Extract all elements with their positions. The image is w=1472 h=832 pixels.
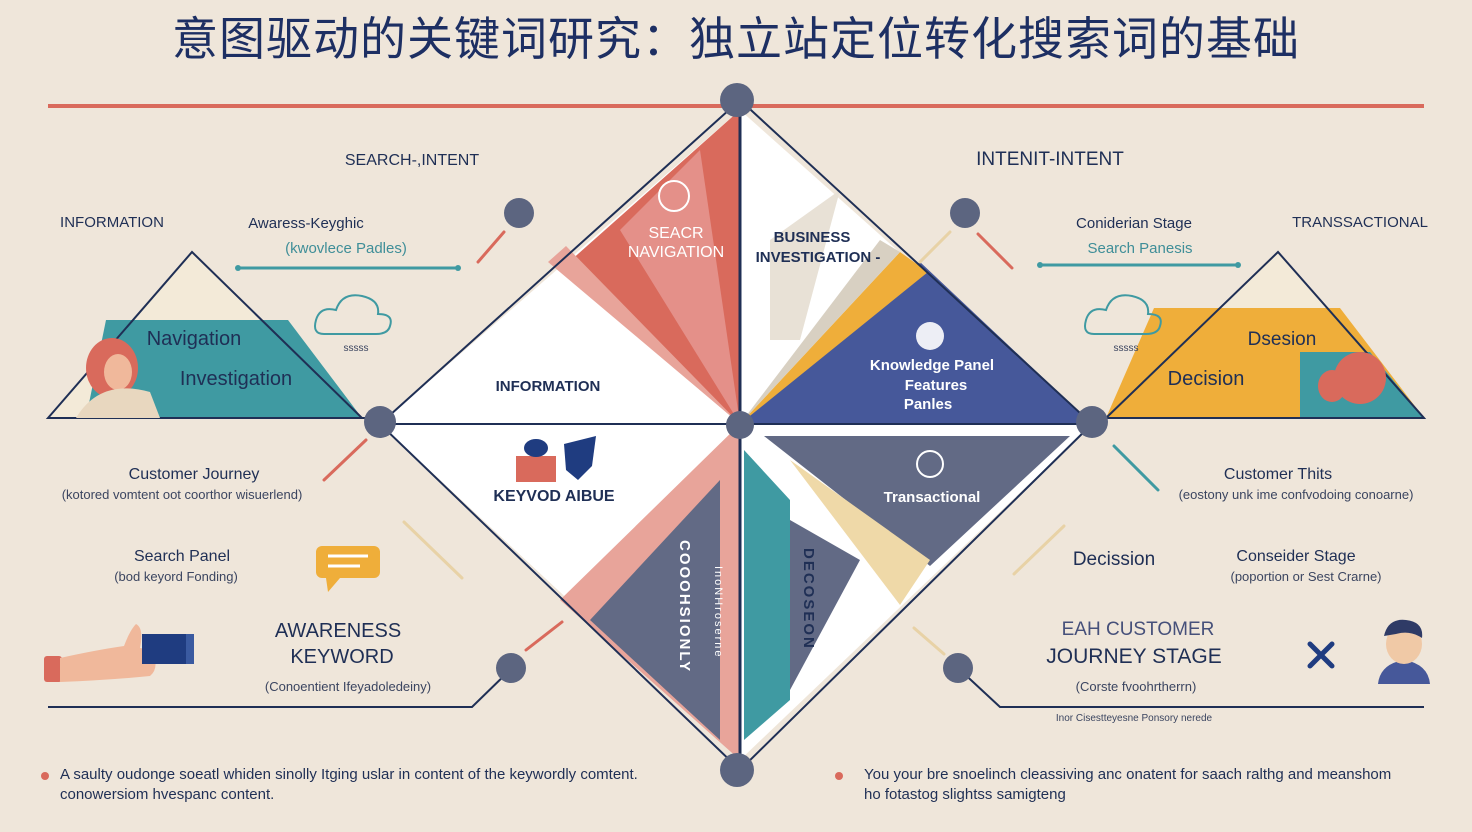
close-icon (1307, 641, 1335, 669)
decision-label: Decision (1167, 368, 1245, 390)
right-cloud-caption: sssss (1113, 343, 1139, 354)
business-line1: BUSINESS (773, 229, 851, 246)
right-footnote: Inor Cisestteyesne Ponsory nerede (1055, 713, 1213, 724)
vertical-label-1: COOOHSIONLY (676, 540, 693, 674)
customer-journey-sub: (kotored vomtent oot coorthor wisuerlend… (61, 487, 303, 502)
right-header: INTENIT-INTENT (976, 149, 1124, 170)
keyword-box-icon (516, 456, 556, 482)
cloud-icon (314, 294, 392, 335)
knowledge-line1: Knowledge Panel (869, 357, 995, 374)
vertical-label-2: InoNHroserne (712, 566, 724, 659)
footer-text-left: A saulty oudonge soeatl whiden sinolly I… (60, 766, 638, 804)
right-triangle (1103, 250, 1427, 419)
central-diamond (378, 98, 1094, 772)
left-cloud-caption: sssss (343, 343, 369, 354)
speech-bubble-icon (316, 546, 380, 592)
search-panel-sub: (bod keyord Fonding) (114, 569, 238, 584)
consideration-stage-label: Coniderian Stage (1076, 215, 1192, 232)
search-panels-label: Search Panesis (1087, 240, 1193, 257)
decission-label: Decission (1072, 549, 1156, 570)
keyword-tag-icon (564, 436, 596, 480)
badge-icon (658, 180, 690, 212)
search-navigation-line2: NAVIGATION (627, 244, 725, 261)
customer-journey-label: Customer Journey (128, 466, 260, 483)
awareness-heading: Awaress-Keyghic (248, 215, 364, 232)
bottom-left-line (48, 667, 513, 708)
badge-icon (916, 322, 944, 350)
cloud-icon (1084, 294, 1162, 335)
left-header: SEARCH-,INTENT (344, 152, 480, 169)
keyword-value-label: KEYVOD AIBUE (493, 488, 615, 505)
left-triangle (45, 250, 365, 419)
awareness-keyword-line2: KEYWORD (290, 646, 394, 668)
business-line2: INVESTIGATION - (755, 249, 881, 266)
consider-stage-sub: (poportion or Sest Crarne) (1230, 569, 1382, 584)
vertical-label-3: DECOSEON (800, 548, 817, 650)
hand-icon (44, 624, 194, 682)
bottom-right-line (957, 667, 1424, 708)
search-panel-label: Search Panel (133, 548, 231, 565)
awareness-keyword-sub: (Conoentient Ifeyadoledeiny) (264, 679, 432, 694)
decision-top-label: Dsesion (1247, 329, 1317, 350)
knowledge-line2: Features (904, 377, 968, 394)
each-customer-line1: EAH CUSTOMER (1061, 619, 1215, 640)
footer-bullet-right (835, 772, 843, 780)
transactional-label: TRANSSACTIONAL (1292, 214, 1428, 231)
customer-traits-label: Customer Thits (1223, 466, 1333, 483)
footer-bullet-left (41, 772, 49, 780)
center-information-label: INFORMATION (495, 378, 601, 395)
investigation-label: Investigation (179, 368, 293, 390)
center-transactional-label: Transactional (883, 489, 981, 506)
footer-text-right: You your bre snoelinch cleassiving anc o… (864, 766, 1392, 804)
navigation-label: Navigation (146, 328, 242, 350)
badge-icon (916, 450, 944, 478)
each-customer-line2: JOURNEY STAGE (1046, 645, 1222, 668)
consider-stage-label: Conseider Stage (1236, 548, 1356, 565)
knowledge-line3: Panles (903, 396, 953, 413)
decorative-strokes (235, 230, 1241, 656)
awareness-keyword-line1: AWARENESS (274, 620, 402, 642)
each-customer-sub: (Corste fvoohrtherrn) (1075, 679, 1197, 694)
search-navigation-line1: SEACR (648, 225, 704, 242)
person-icon (1378, 619, 1430, 684)
connector-nodes (364, 83, 1108, 787)
left-information-label: INFORMATION (60, 214, 164, 231)
page-title: 意图驱动的关键词研究：独立站定位转化搜索词的基础 (172, 12, 1300, 66)
awareness-sub: (kwovlece Padles) (285, 240, 407, 257)
customer-traits-sub: (eostony unk ime confvodoing conoarne) (1178, 487, 1414, 502)
